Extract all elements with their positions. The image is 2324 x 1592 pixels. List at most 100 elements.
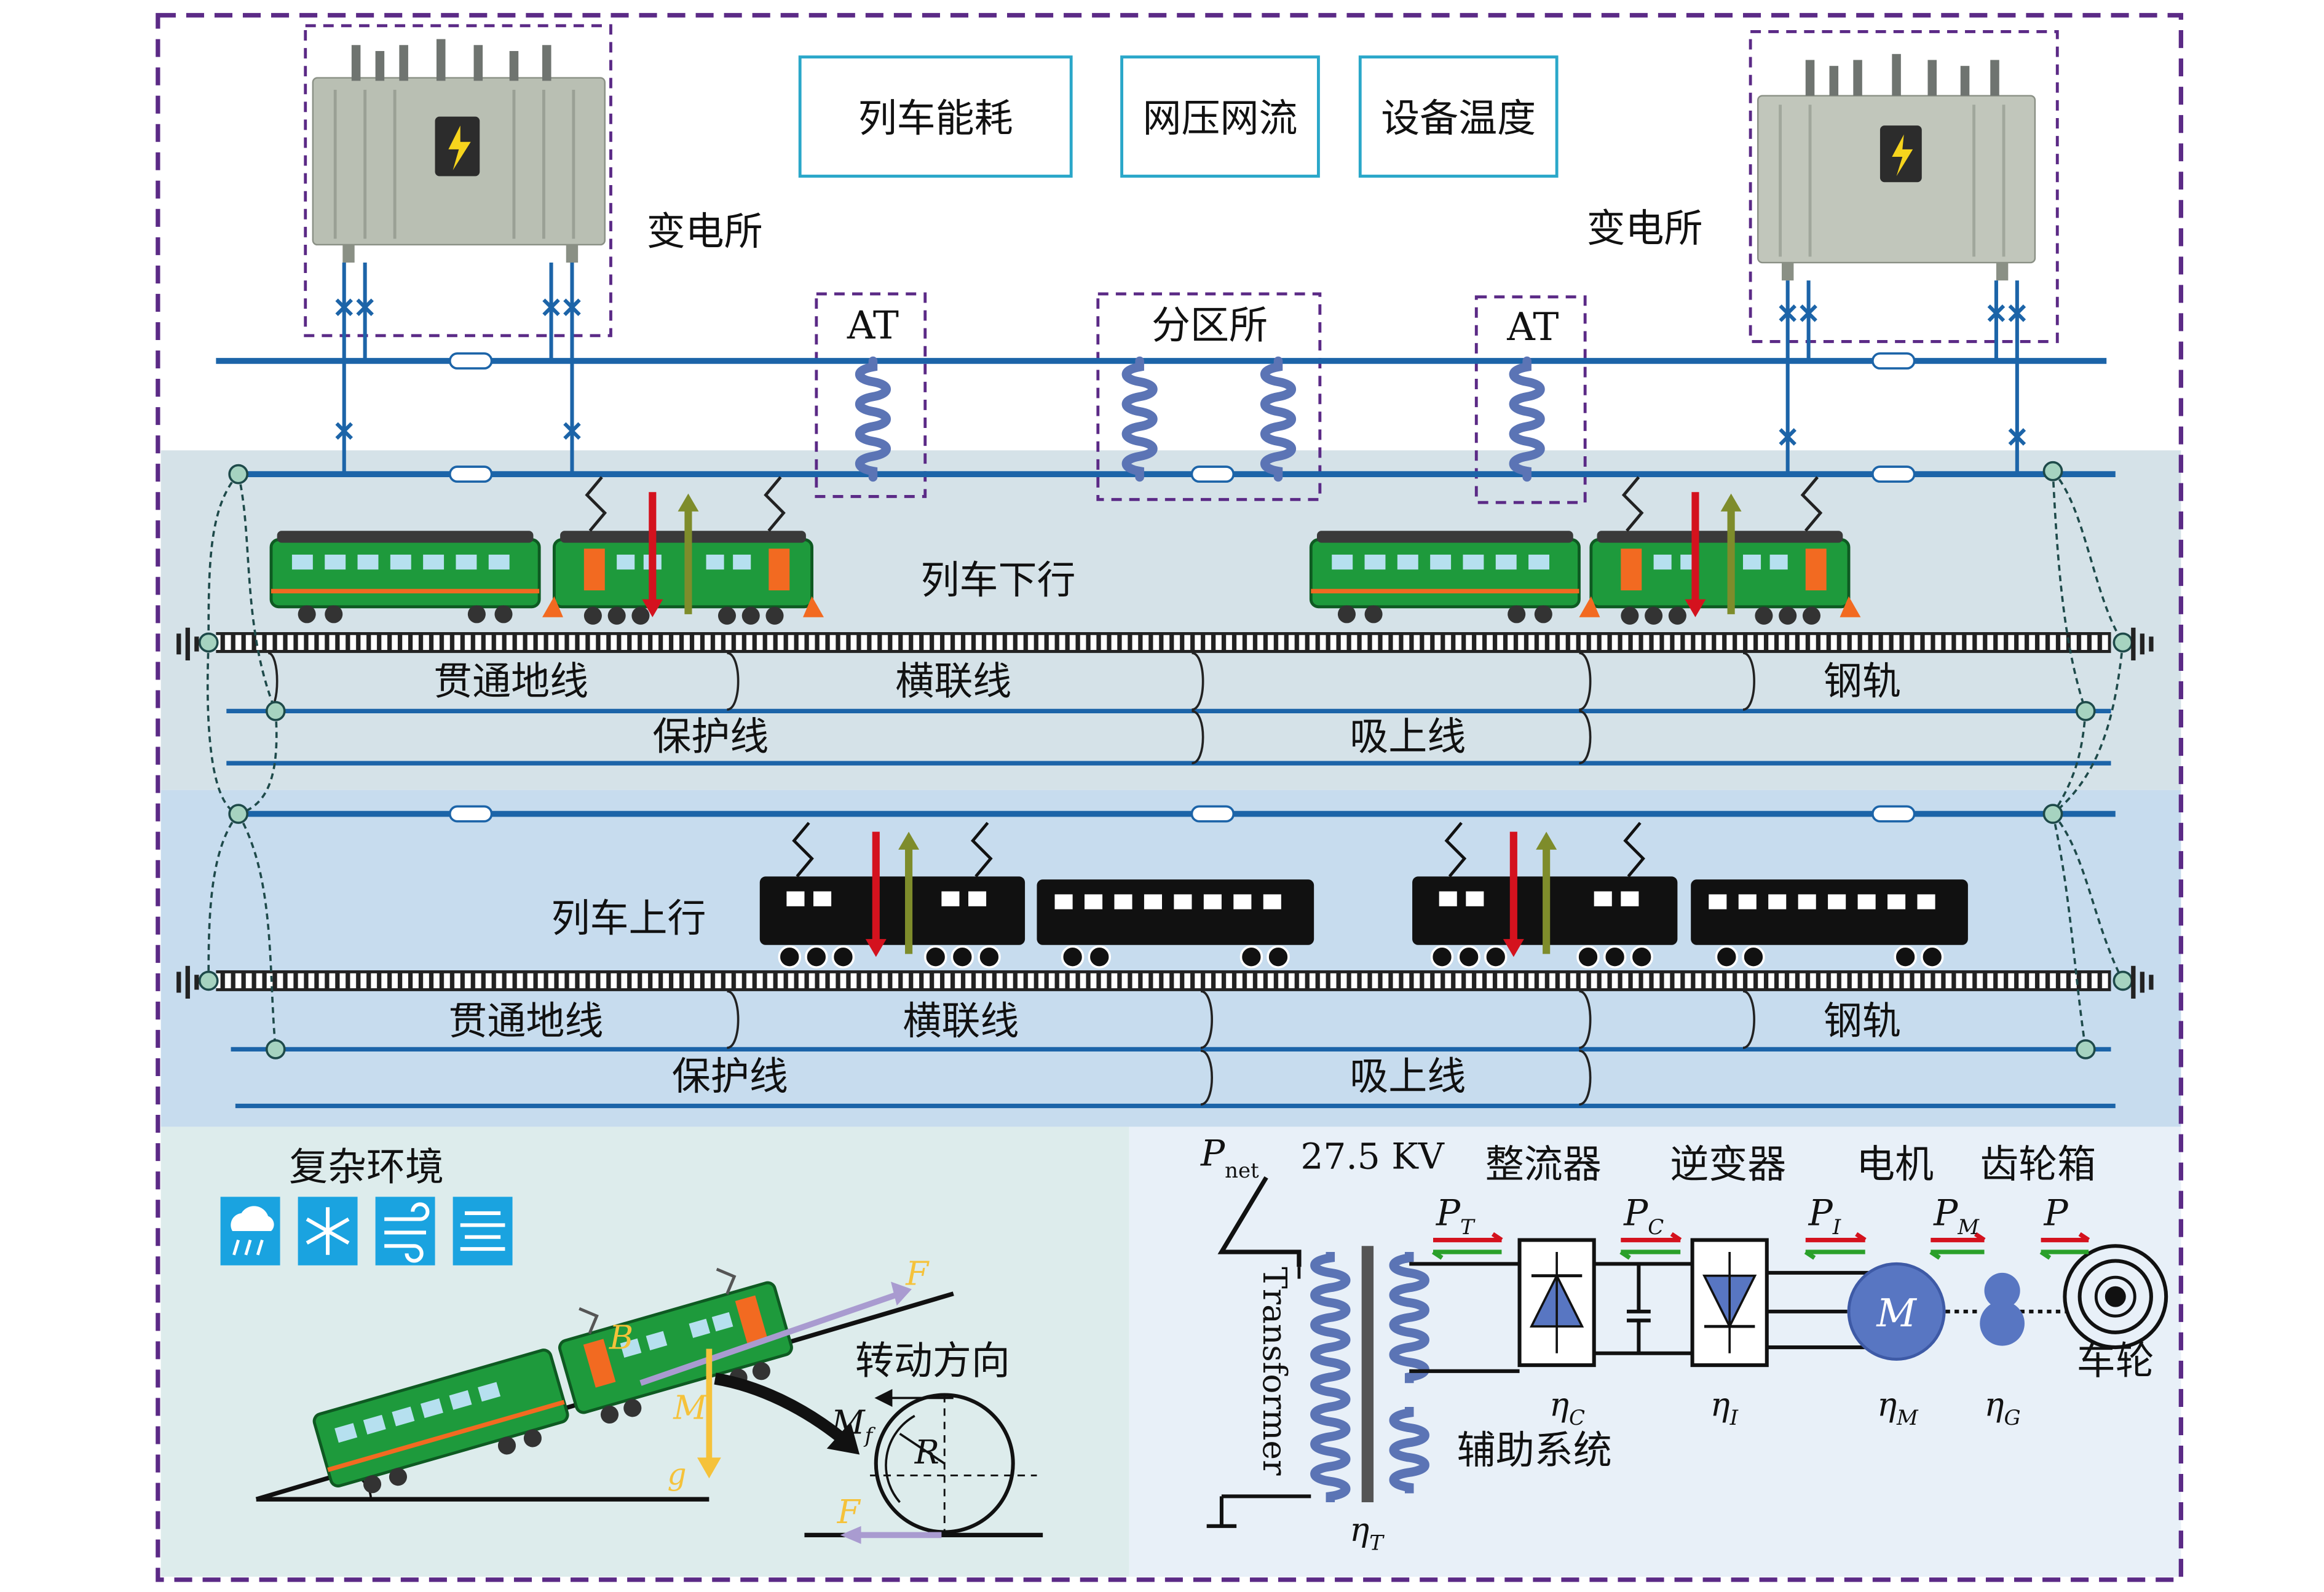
flow-arrow-forward	[1621, 1232, 1682, 1243]
force-F-arrow	[639, 1291, 901, 1386]
flow-label: PM	[1933, 1192, 1980, 1239]
fog-icon	[453, 1197, 513, 1265]
flow-arrow-return	[1619, 1249, 1681, 1260]
at-label-left: AT	[847, 303, 899, 348]
downline-rail-label: 钢轨	[1824, 659, 1901, 704]
substation-right-label: 变电所	[1587, 206, 1703, 251]
upline-insulators	[448, 805, 1916, 823]
substation-droppers	[342, 263, 2019, 475]
upline-rail-label: 钢轨	[1824, 999, 1901, 1044]
wheel-label: 车轮	[2077, 1339, 2154, 1384]
transformer-symbol	[1206, 1246, 1429, 1528]
snow-icon	[298, 1197, 358, 1265]
upline-train-1	[759, 822, 1314, 968]
upline-rail	[216, 970, 2111, 991]
eta-labels: ηC ηI ηM ηG	[1549, 1386, 2021, 1430]
downline-return-label: 吸上线	[1350, 714, 1466, 759]
substation-left-label: 变电所	[647, 209, 763, 254]
svg-text:网压网流: 网压网流	[1143, 96, 1298, 141]
weather-icons	[220, 1197, 513, 1265]
efficiency-label: ηG	[1985, 1386, 2021, 1430]
flow-label: P	[2043, 1192, 2068, 1234]
efficiency-label: ηC	[1549, 1386, 1585, 1430]
svg-text:列车能耗: 列车能耗	[858, 96, 1013, 141]
downline-train-2	[1309, 476, 1861, 625]
substation-left	[304, 24, 612, 338]
aux-system-label: 辅助系统	[1457, 1428, 1612, 1473]
earth-ground-icons	[176, 627, 2154, 999]
rotation-label: 转动方向	[855, 1339, 1010, 1384]
radius-label: R	[914, 1433, 939, 1471]
upline-through-ground-label: 贯通地线	[448, 999, 603, 1044]
inverter-block	[1690, 1238, 1769, 1368]
power-wiring	[1409, 1262, 2068, 1373]
label-g: g	[668, 1457, 687, 1492]
input-line	[1217, 1176, 1302, 1267]
moment-label: Mf	[831, 1404, 876, 1448]
wind-icon	[375, 1197, 435, 1265]
downline-title: 列车下行	[920, 558, 1075, 603]
flow-arrow-forward	[1805, 1232, 1867, 1243]
friction-F-label: F	[837, 1493, 861, 1531]
flow-arrows	[1431, 1232, 2090, 1260]
wheel-symbol	[2063, 1244, 2168, 1350]
rectifier-title: 整流器	[1485, 1142, 1602, 1187]
at-label-right: AT	[1506, 304, 1559, 349]
flow-arrow-forward	[1931, 1232, 1986, 1243]
flow-arrow-return	[2039, 1249, 2089, 1260]
transformer-left-icon	[312, 39, 606, 263]
section-post-label: 分区所	[1152, 303, 1268, 348]
feeder-lines	[216, 358, 2116, 477]
downline-protection-label: 保护线	[652, 714, 769, 759]
flow-label: PT	[1436, 1192, 1476, 1239]
rotation-arrow	[714, 1372, 846, 1443]
svg-text:M: M	[1876, 1291, 1917, 1336]
gearbox-symbol	[1980, 1272, 2025, 1346]
flow-labels: PT PC PI PM P	[1436, 1192, 2069, 1239]
downline-through-ground-label: 贯通地线	[433, 659, 588, 704]
upline-title: 列车上行	[551, 896, 706, 941]
info-box-voltage-current: 网压网流	[1120, 55, 1320, 178]
voltage-label: 27.5 KV	[1300, 1135, 1444, 1177]
downline-panel	[160, 450, 2181, 790]
flow-label: PI	[1808, 1192, 1841, 1239]
efficiency-label: ηI	[1710, 1386, 1739, 1430]
upline-train-2	[1412, 822, 1968, 968]
flow-arrow-forward	[2041, 1232, 2090, 1243]
upline-protection-label: 保护线	[672, 1054, 788, 1099]
transformer-right-icon	[1757, 53, 2036, 281]
upline-trains	[759, 822, 1968, 968]
upline-cross-bond-label: 横联线	[903, 999, 1019, 1044]
downline-train-1	[269, 476, 824, 625]
substation-right	[1749, 30, 2059, 343]
eta-T-label: ηT	[1350, 1511, 1385, 1555]
transformer-label: Transformer	[1255, 1267, 1294, 1476]
breaker-crosses	[335, 298, 2026, 446]
efficiency-label: ηM	[1877, 1386, 1919, 1430]
gearbox-title: 齿轮箱	[1980, 1142, 2096, 1187]
downline-rail	[216, 632, 2111, 653]
p-net-label: Pnet	[1200, 1132, 1259, 1182]
info-box-temperature: 设备温度	[1358, 55, 1559, 178]
section-insulators	[448, 352, 1916, 483]
upline-conductors	[231, 1047, 2116, 1109]
downline-cross-bond-label: 横联线	[895, 659, 1011, 704]
flow-label: PC	[1623, 1192, 1664, 1239]
wheel-diagram	[804, 1388, 1043, 1544]
environment-title: 复杂环境	[289, 1145, 444, 1190]
downline-conductors	[226, 708, 2111, 766]
svg-text:设备温度: 设备温度	[1381, 96, 1536, 141]
rain-icon	[220, 1197, 280, 1265]
at-box-left	[815, 292, 927, 498]
upline-return-label: 吸上线	[1350, 1054, 1466, 1099]
upline-panel	[160, 790, 2181, 1127]
rectifier-block	[1517, 1238, 1596, 1368]
outer-frame	[156, 13, 2184, 1582]
flow-arrow-forward	[1433, 1232, 1503, 1243]
autotransformer-coils	[855, 356, 1545, 482]
motor-symbol: M	[1847, 1262, 1946, 1361]
downline-trains	[269, 476, 1861, 625]
force-F-label: F	[905, 1254, 930, 1293]
flow-arrow-return	[1804, 1249, 1865, 1260]
